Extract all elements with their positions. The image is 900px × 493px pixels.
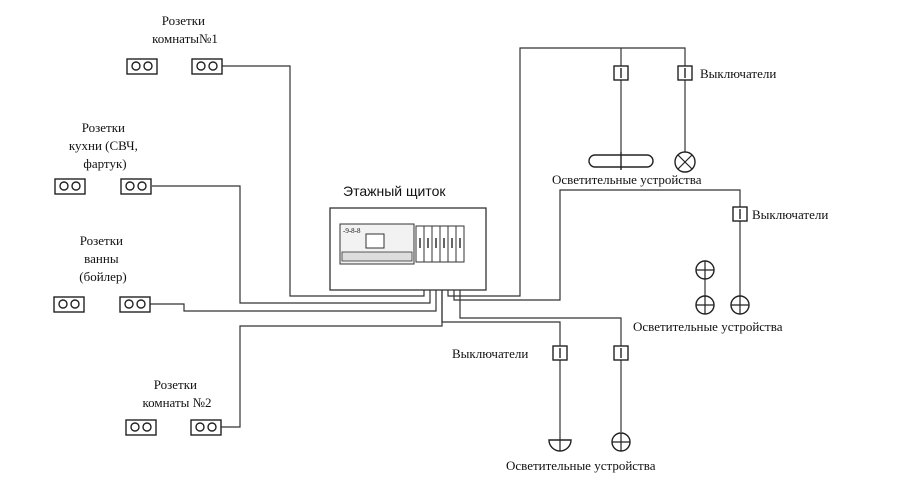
outlet-icon <box>125 419 157 436</box>
room1-outlets-label-line2: комнаты№1 <box>152 31 218 46</box>
room2-outlets-label-line1: Розетки <box>154 377 197 392</box>
switches-label-top: Выключатели <box>700 66 776 81</box>
fluorescent-lamp-icon <box>588 152 654 170</box>
wire-lighting-bottom-2 <box>441 262 561 346</box>
outlet-icon <box>190 419 222 436</box>
kitchen-outlets-label-line1: Розетки <box>82 120 125 135</box>
outlet-icon <box>191 58 223 75</box>
lighting-label-right: Осветительные устройства <box>633 319 783 334</box>
switch-icon <box>613 65 629 81</box>
floor-panel: Этажный щиток -9-8-8 <box>329 183 487 291</box>
switch-icon <box>552 345 568 361</box>
outlet-symbols <box>53 58 223 436</box>
switches-label-bottom: Выключатели <box>452 346 528 361</box>
bath-outlets-label-line2: ванны <box>84 251 119 266</box>
switch-icon <box>677 65 693 81</box>
lighting-symbols <box>548 151 750 452</box>
kitchen-outlets-label-line3: фартук) <box>83 156 126 171</box>
switch-symbols <box>552 65 748 361</box>
wire-bath <box>150 262 437 312</box>
room1-outlets-label-line1: Розетки <box>162 13 205 28</box>
outlet-icon <box>54 178 86 195</box>
outlet-icon <box>119 296 151 313</box>
lamp-icon <box>611 432 631 452</box>
switch-icon <box>613 345 629 361</box>
room2-outlets-label-line2: комнаты №2 <box>142 395 211 410</box>
labels: Розетки комнаты№1 Розетки кухни (СВЧ, фа… <box>69 13 828 473</box>
kitchen-outlets-label: Розетки кухни (СВЧ, фартук) <box>69 120 141 171</box>
switches-label-right: Выключатели <box>752 207 828 222</box>
bath-outlets-label-line3: (бойлер) <box>79 269 127 284</box>
lamp-icon <box>695 260 715 280</box>
wire-lighting-right <box>453 189 741 301</box>
lamp-icon <box>695 295 715 315</box>
circuit-breakers <box>415 225 465 263</box>
bath-outlets-label-line1: Розетки <box>80 233 123 248</box>
meter-label: -9-8-8 <box>343 227 361 235</box>
wall-lamp-icon <box>548 439 572 452</box>
room2-outlets-label: Розетки комнаты №2 <box>142 377 211 410</box>
bath-outlets-label: Розетки ванны (бойлер) <box>79 233 127 284</box>
lighting-label-bottom: Осветительные устройства <box>506 458 656 473</box>
room1-outlets-label: Розетки комнаты№1 <box>152 13 218 46</box>
meter-base <box>341 251 413 262</box>
lamp-icon <box>674 151 696 173</box>
lamp-icon <box>730 295 750 315</box>
switch-icon <box>732 206 748 222</box>
kitchen-outlets-label-line2: кухни (СВЧ, <box>69 138 138 153</box>
lighting-label-top: Осветительные устройства <box>552 172 702 187</box>
outlet-icon <box>126 58 158 75</box>
outlet-icon <box>53 296 85 313</box>
breaker-levers <box>419 238 461 248</box>
panel-title: Этажный щиток <box>343 183 446 199</box>
meter-display <box>365 233 385 249</box>
outlet-icon <box>120 178 152 195</box>
